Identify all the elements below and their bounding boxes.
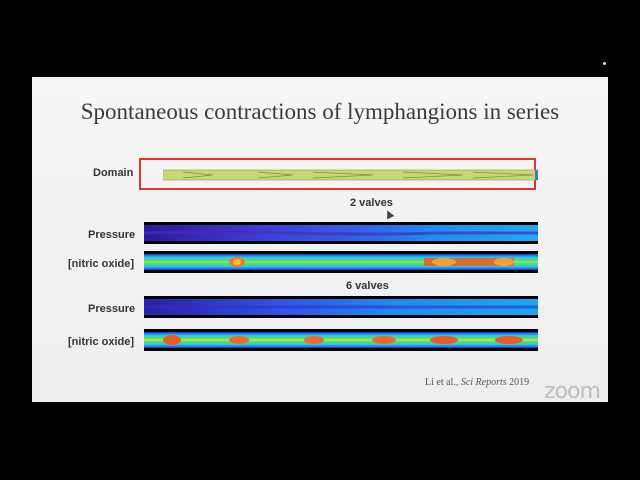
- pressure-heatmap-6valves: [144, 296, 538, 318]
- domain-geometry: [163, 169, 538, 181]
- nitric-oxide-heatmap-2valves: [144, 251, 538, 273]
- citation-year: 2019: [506, 377, 530, 388]
- domain-highlight-box: [139, 158, 538, 190]
- status-dot: [603, 62, 606, 65]
- pressure-label-6valves: Pressure: [88, 303, 136, 315]
- slide-title: Spontaneous contractions of lymphangions…: [80, 99, 560, 124]
- section-6-valves-label: 6 valves: [346, 280, 389, 292]
- zoom-watermark: zoom: [544, 379, 601, 404]
- citation-authors: Li et al.,: [425, 377, 461, 388]
- nitric-oxide-label-2valves: [nitric oxide]: [68, 258, 135, 270]
- citation-journal: Sci Reports: [460, 377, 507, 388]
- section-2-valves-label: 2 valves: [350, 197, 393, 209]
- domain-label: Domain: [93, 167, 134, 179]
- nitric-oxide-label-6valves: [nitric oxide]: [68, 336, 135, 348]
- citation: Li et al., Sci Reports 2019: [425, 377, 529, 388]
- mouse-cursor-icon: [383, 208, 395, 220]
- pressure-heatmap-2valves: [143, 222, 538, 244]
- pressure-label-2valves: Pressure: [88, 229, 136, 241]
- nitric-oxide-heatmap-6valves: [144, 329, 538, 351]
- presentation-slide: Spontaneous contractions of lymphangions…: [32, 77, 608, 402]
